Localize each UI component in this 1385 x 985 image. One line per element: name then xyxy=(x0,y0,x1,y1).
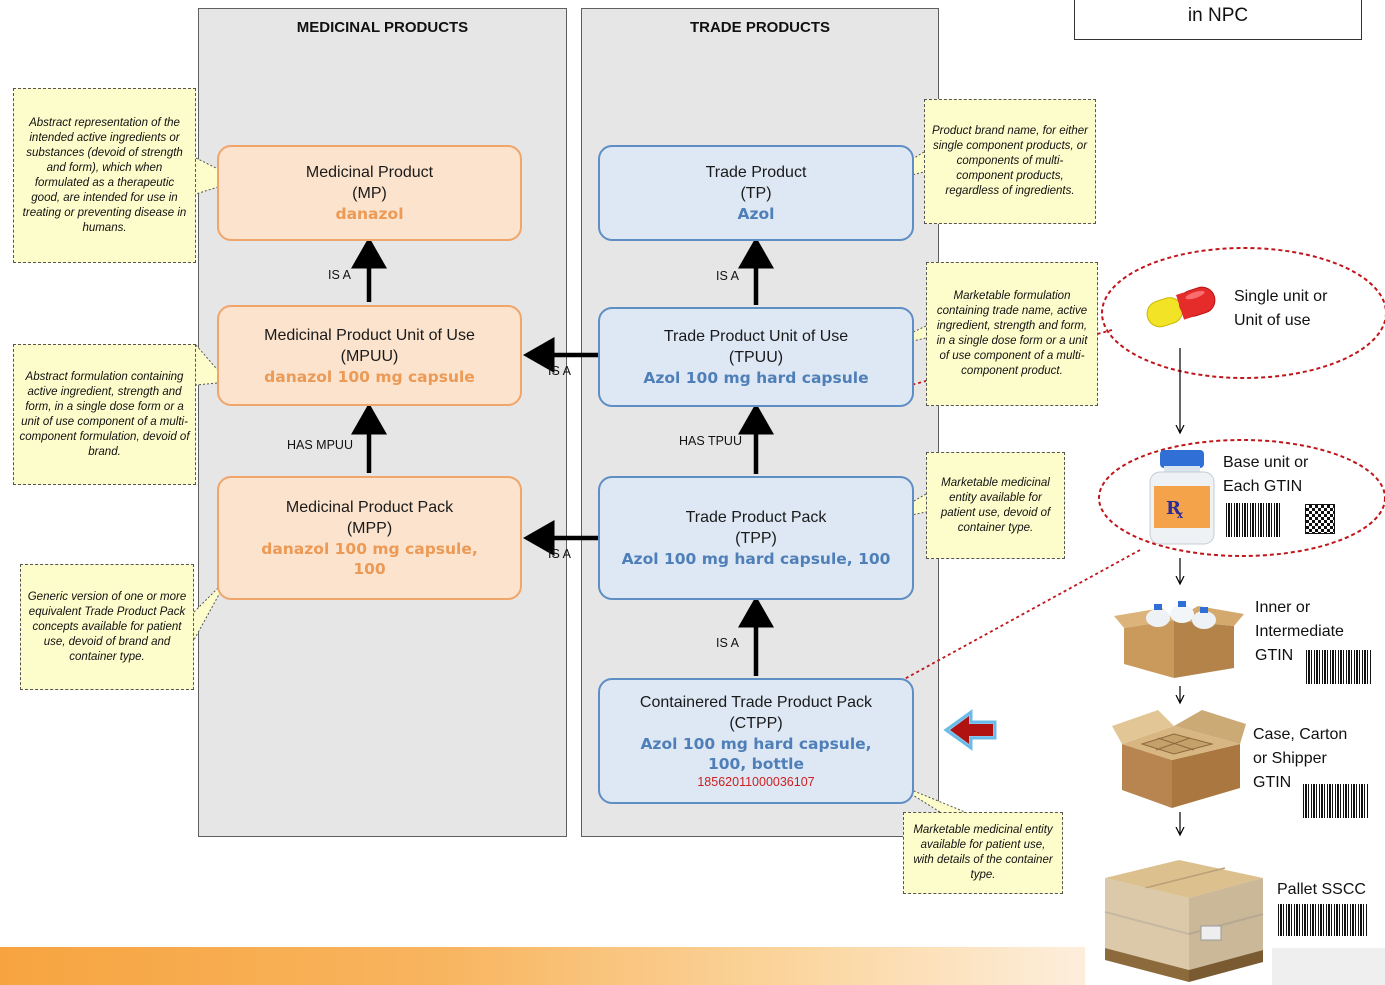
node-tpuu-name: Trade Product Unit of Use xyxy=(663,328,849,345)
label-case-line2: or Shipper xyxy=(1253,750,1327,767)
footer-gradient-bar xyxy=(0,947,1085,985)
node-tp-abbr: (TP) xyxy=(740,185,772,202)
npc-label: in NPC xyxy=(1187,5,1249,26)
node-mp: Medicinal Product (MP) danazol xyxy=(217,145,522,241)
label-inner-line2: Intermediate xyxy=(1255,623,1344,640)
edge-label-tpuu-mpuu: IS A xyxy=(548,364,571,378)
node-tpp-name: Trade Product Pack xyxy=(685,509,827,526)
node-mp-name: Medicinal Product xyxy=(305,164,434,181)
edge-label-tpp-tpuu: HAS TPUU xyxy=(679,434,742,448)
node-tpuu-value: Azol 100 mg hard capsule xyxy=(643,369,869,387)
node-tp-name: Trade Product xyxy=(705,164,807,181)
label-inner-line3: GTIN xyxy=(1255,647,1294,664)
highlight-arrow-icon xyxy=(943,709,997,751)
svg-text:x: x xyxy=(1177,510,1184,521)
node-mpuu-abbr: (MPUU) xyxy=(340,347,399,365)
label-inner: Inner or Intermediate GTIN xyxy=(1255,596,1344,668)
datamatrix-icon xyxy=(1305,504,1335,534)
label-case-line1: Case, Carton xyxy=(1253,726,1348,743)
node-mpp: Medicinal Product Pack (MPP) danazol 100… xyxy=(217,476,522,600)
callout-mpuu: Abstract formulation containing active i… xyxy=(13,344,196,485)
node-tpp-value: Azol 100 mg hard capsule, 100 xyxy=(621,550,891,568)
capsule-icon xyxy=(1146,286,1216,328)
pallet-icon xyxy=(1104,860,1264,982)
node-tpp-abbr: (TPP) xyxy=(735,530,777,547)
barcode-inner xyxy=(1306,650,1372,684)
open-box-icon xyxy=(1114,601,1244,678)
node-mp-abbr: (MP) xyxy=(352,185,387,202)
node-mpp-value: danazol 100 mg capsule, 100 xyxy=(261,540,478,578)
label-inner-line1: Inner or xyxy=(1255,599,1311,616)
node-tp: Trade Product (TP) Azol xyxy=(598,145,914,241)
label-single-unit: Single unit or Unit of use xyxy=(1234,285,1327,333)
npc-header-box: in NPC xyxy=(1074,0,1362,40)
callout-tpp: Marketable medicinal entity available fo… xyxy=(926,452,1065,559)
barcode-pallet xyxy=(1278,904,1368,936)
node-ctpp-abbr: (CTPP) xyxy=(729,715,783,732)
node-mpuu: Medicinal Product Unit of Use (MPUU) dan… xyxy=(217,305,522,406)
edge-label-tpuu-tp: IS A xyxy=(716,269,739,283)
node-ctpp: Containered Trade Product Pack (CTPP) Az… xyxy=(598,678,914,804)
edge-label-mpp-mpuu: HAS MPUU xyxy=(287,438,353,452)
node-mpp-name: Medicinal Product Pack xyxy=(285,499,454,516)
node-mpp-abbr: (MPP) xyxy=(346,520,393,537)
node-ctpp-code: 18562011000036107 xyxy=(697,775,815,789)
callout-mp: Abstract representation of the intended … xyxy=(13,88,196,263)
node-tp-value: Azol xyxy=(737,205,775,223)
node-mp-value: danazol xyxy=(335,205,404,223)
trade-products-title: TRADE PRODUCTS xyxy=(689,19,830,36)
barcode-base-unit xyxy=(1226,503,1280,537)
footer-grey-box xyxy=(1272,948,1385,985)
carton-icon xyxy=(1112,710,1246,808)
svg-text:R: R xyxy=(1166,498,1182,519)
edge-label-tpp-mpp: IS A xyxy=(548,547,571,561)
callout-ctpp: Marketable medicinal entity available fo… xyxy=(903,812,1063,894)
node-ctpp-value: Azol 100 mg hard capsule, 100, bottle xyxy=(640,735,872,773)
bottle-icon: R x xyxy=(1149,450,1215,545)
label-pallet-line1: Pallet SSCC xyxy=(1277,881,1366,898)
label-case: Case, Carton or Shipper GTIN xyxy=(1253,723,1347,795)
label-base-unit-line2: Each GTIN xyxy=(1223,478,1303,495)
callout-tp: Product brand name, for either single co… xyxy=(924,99,1096,224)
ellipse-unit-of-use xyxy=(1101,247,1385,379)
label-base-unit-line1: Base unit or xyxy=(1223,454,1309,471)
node-mpuu-name: Medicinal Product Unit of Use xyxy=(264,326,475,344)
label-case-line3: GTIN xyxy=(1253,774,1292,791)
node-tpuu-abbr: (TPUU) xyxy=(728,349,784,366)
node-mpuu-value: danazol 100 mg capsule xyxy=(264,367,475,386)
red-link-bottle-ctpp xyxy=(888,549,1141,688)
callout-tpuu: Marketable formulation containing trade … xyxy=(926,262,1098,406)
barcode-case xyxy=(1303,784,1369,818)
label-base-unit: Base unit or Each GTIN xyxy=(1223,451,1308,499)
label-single-unit-line1: Single unit or xyxy=(1234,288,1328,305)
callout-mpp: Generic version of one or more equivalen… xyxy=(20,564,194,690)
label-pallet: Pallet SSCC xyxy=(1277,878,1366,902)
edge-label-ctpp-tpp: IS A xyxy=(716,636,739,650)
ellipse-base-unit xyxy=(1098,439,1385,557)
medicinal-products-title: MEDICINAL PRODUCTS xyxy=(296,19,469,36)
edge-label-mpuu-mp: IS A xyxy=(328,268,351,282)
label-single-unit-line2: Unit of use xyxy=(1234,312,1311,329)
node-ctpp-name: Containered Trade Product Pack xyxy=(639,694,873,711)
node-tpuu: Trade Product Unit of Use (TPUU) Azol 10… xyxy=(598,307,914,407)
node-tpp: Trade Product Pack (TPP) Azol 100 mg har… xyxy=(598,476,914,600)
